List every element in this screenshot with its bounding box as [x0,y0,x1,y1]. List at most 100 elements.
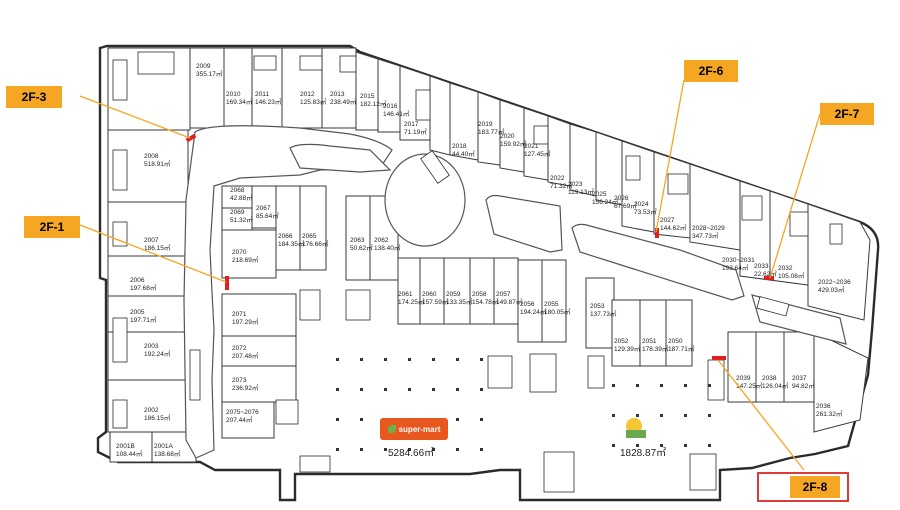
unit-area: 44.40㎡ [452,149,475,158]
unit-area: 197.68㎡ [130,283,157,292]
unit-area: 108.44㎡ [116,449,143,458]
column-marker [432,358,435,361]
column-marker [360,358,363,361]
column-marker [612,384,615,387]
column-marker [336,358,339,361]
column-marker [660,384,663,387]
column-marker [636,414,639,417]
unit-number: 2060 [422,291,437,298]
unit-number: 2063 [350,237,365,244]
column-marker [408,358,411,361]
unit-number: 2022~2036 [818,279,851,286]
unit-number: 2007 [144,237,159,244]
unit-number: 2021 [524,143,539,150]
column-marker [360,448,363,451]
supermart-logo: super-mart [380,418,448,440]
unit-area: 218.69㎡ [232,255,259,264]
top-units [189,47,871,321]
unit-area: 236.92㎡ [232,383,259,392]
unit-area: 180.05㎡ [544,307,571,316]
unit-area: 194.24㎡ [520,307,547,316]
callout-2f-6: 2F-6 [684,60,738,82]
unit-number: 2003 [144,343,159,350]
unit-number: 2032 [778,265,793,272]
unit-area: 51.32㎡ [230,215,253,224]
unit-number: 2068 [230,187,245,194]
unit-number: 2025 [592,191,607,198]
column-marker [336,388,339,391]
column-marker [336,418,339,421]
unit-number: 2050 [668,338,683,345]
stairs [112,51,843,493]
unit-area: 85.64㎡ [256,211,279,220]
unit-number: 2002 [144,407,159,414]
unit-number: 2024 [634,201,649,208]
unit-area: 147.25㎡ [736,381,763,390]
unit-number: 2052 [614,338,629,345]
column-marker [360,388,363,391]
unit-area: 129.39㎡ [614,344,641,353]
anchor2-logo-icon [626,418,646,438]
unit-area: 71.19㎡ [404,127,427,136]
unit-number: 2067 [256,205,271,212]
supermart-label: super-mart [398,424,441,434]
unit-area: 207.44㎡ [226,415,253,424]
column-marker [708,414,711,417]
unit-area: 73.53㎡ [634,207,657,216]
building-outline [96,44,880,502]
callout-label: 2F-8 [802,480,828,494]
unit-number: 2075~2076 [226,409,259,416]
unit-area: 518.91㎡ [144,159,171,168]
unit-number: 2065 [302,233,317,240]
unit-area: 50.62㎡ [350,243,373,252]
unit-number: 2023 [568,181,583,188]
unit-area: 156.24㎡ [592,197,619,206]
column-marker [636,444,639,447]
supermart-area: 5284.66㎡ [388,447,434,459]
unit-number: 2006 [130,277,145,284]
unit-area: 184.35㎡ [278,239,305,248]
unit-number: 2013 [330,91,345,98]
column-marker [432,448,435,451]
callout-2f-7: 2F-7 [820,103,874,125]
unit-area: 159.92㎡ [500,139,527,148]
unit-number: 2028~2029 [692,225,725,232]
unit-area: 146.23㎡ [255,97,282,106]
unit-number: 2009 [196,63,211,70]
column-marker [480,358,483,361]
leaf-icon [387,425,396,433]
unit-number: 2058 [472,291,487,298]
unit-area: 146.41㎡ [383,109,410,118]
unit-area: 182.12㎡ [360,99,387,108]
unit-area: 178.39㎡ [642,344,669,353]
unit-area: 197.71㎡ [130,315,157,324]
column-marker [612,414,615,417]
unit-area: 192.24㎡ [144,349,171,358]
unit-number: 2039 [736,375,751,382]
unit-area: 176.66㎡ [302,239,329,248]
column-marker [456,358,459,361]
column-marker [684,444,687,447]
column-marker [708,384,711,387]
unit-number: 2051 [642,338,657,345]
column-marker [456,418,459,421]
unit-area: 149.87㎡ [496,297,523,306]
unit-area: 187.71㎡ [668,344,695,353]
column-marker [408,388,411,391]
unit-area: 193.64㎡ [722,263,749,272]
unit-number: 2017 [404,121,419,128]
unit-area: 186.15㎡ [144,243,171,252]
entry-marker-2f-7 [764,276,774,280]
unit-number: 2066 [278,233,293,240]
callout-label: 2F-1 [39,220,65,234]
callout-label: 2F-3 [21,90,47,104]
column-marker [456,448,459,451]
column-marker [336,448,339,451]
column-marker [660,444,663,447]
unit-number: 2070 [232,249,247,256]
unit-area: 22.62㎡ [754,269,777,278]
inner-units [221,185,399,439]
column-marker [384,358,387,361]
unit-number: 2073 [232,377,247,384]
